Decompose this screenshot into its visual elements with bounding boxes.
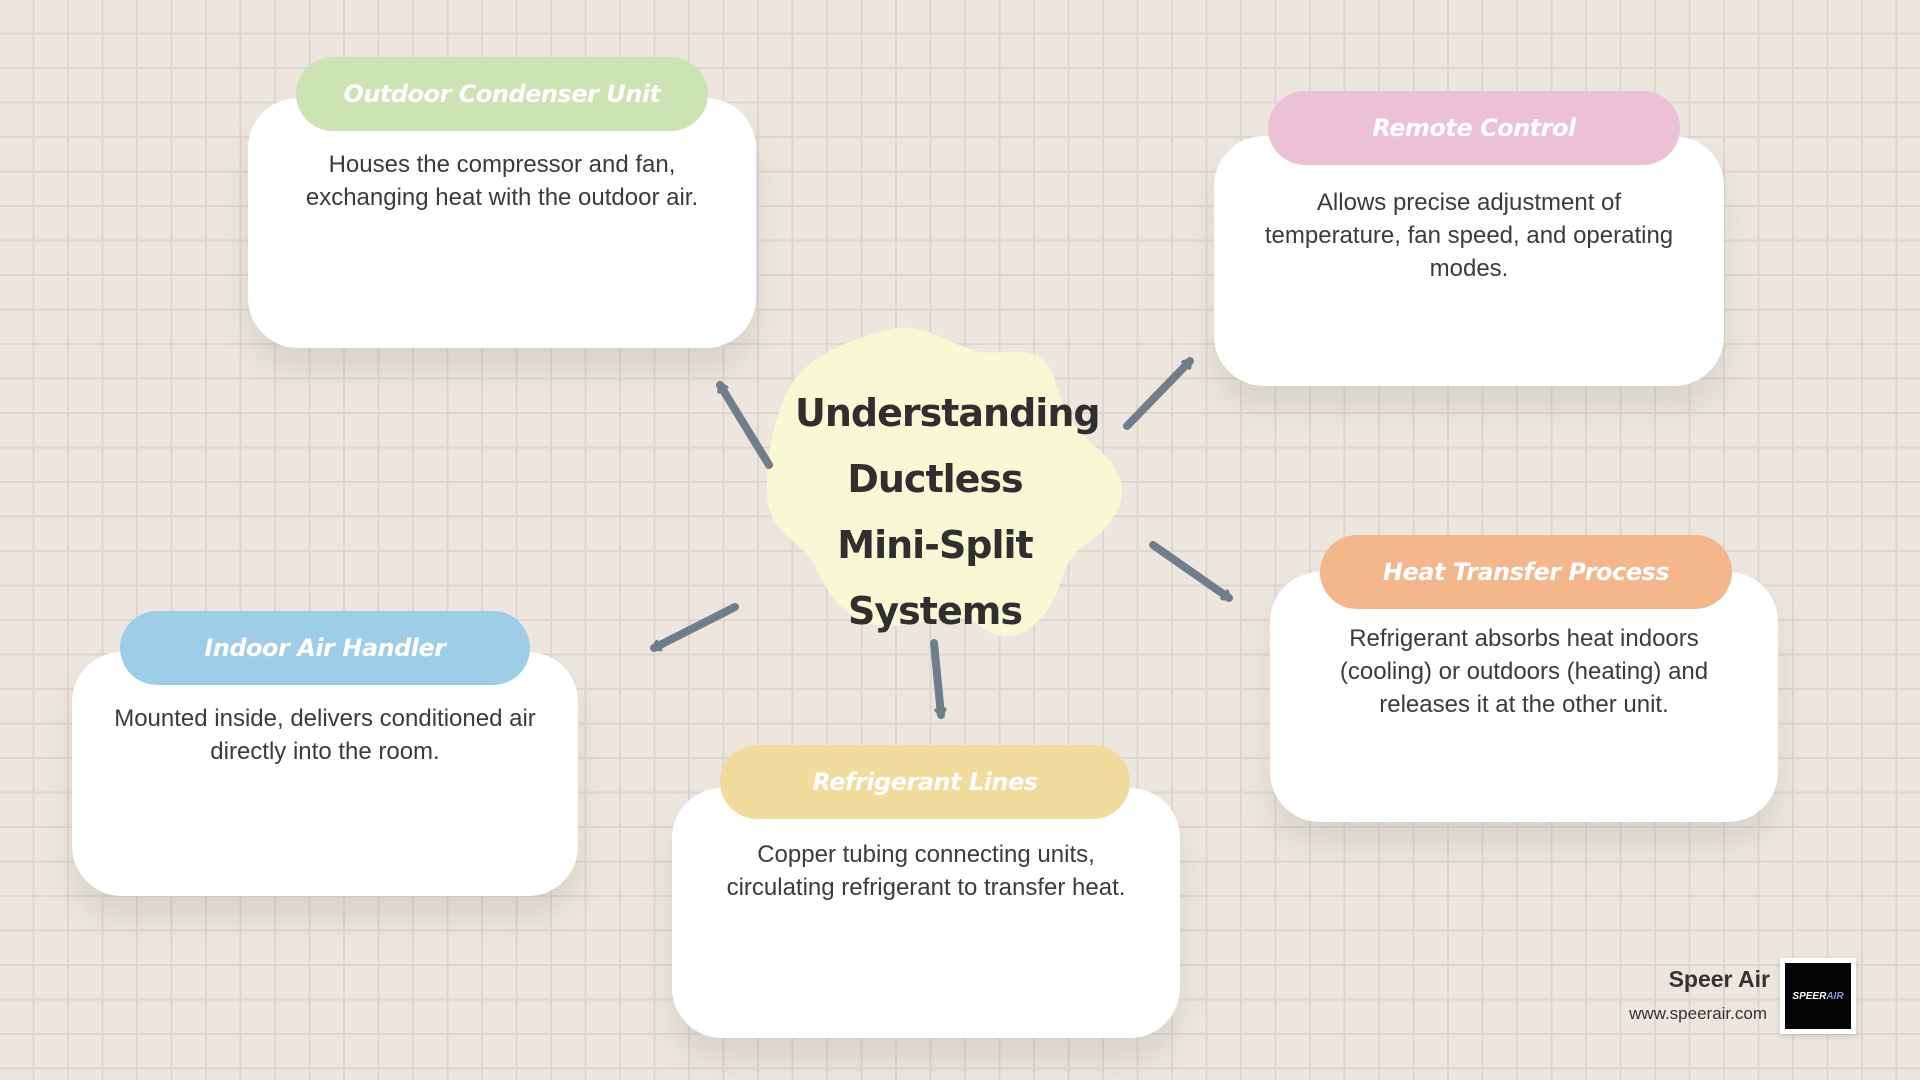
- arrow-to-outdoor-condenser-unit: [716, 381, 773, 469]
- label-indoor-air-handler: Indoor Air Handler: [120, 611, 530, 685]
- label-heat-transfer-process: Heat Transfer Process: [1320, 535, 1732, 609]
- card-description: Refrigerant absorbs heat indoors (coolin…: [1339, 625, 1709, 718]
- label-remote-control: Remote Control: [1268, 91, 1680, 165]
- center-blob: [766, 327, 1122, 637]
- arrow-to-indoor-air-handler: [650, 603, 739, 652]
- arrow-to-refrigerant-lines: [930, 639, 941, 719]
- card-indoor-air-handler: Mounted inside, delivers conditioned air…: [72, 652, 578, 896]
- center-blob-shape: [766, 327, 1122, 637]
- card-heat-transfer-process: Refrigerant absorbs heat indoors (coolin…: [1270, 572, 1778, 822]
- brand-url[interactable]: www.speerair.com: [1629, 1004, 1767, 1023]
- label-outdoor-condenser-unit: Outdoor Condenser Unit: [296, 57, 708, 131]
- card-description: Allows precise adjustment of temperature…: [1264, 189, 1674, 282]
- arrow-to-heat-transfer-process: [1149, 541, 1233, 602]
- card-description: Copper tubing connecting units, circulat…: [726, 841, 1126, 901]
- arrow-to-remote-control: [1123, 357, 1194, 430]
- card-outdoor-condenser-unit: Houses the compressor and fan, exchangin…: [248, 98, 756, 348]
- brand-name: Speer Air: [1668, 966, 1770, 992]
- center-title: Understanding Ductless Mini-Split System…: [795, 391, 1101, 633]
- card-description: Houses the compressor and fan, exchangin…: [305, 151, 699, 211]
- label-refrigerant-lines: Refrigerant Lines: [720, 745, 1130, 819]
- card-refrigerant-lines: Copper tubing connecting units, circulat…: [672, 788, 1180, 1038]
- card-description: Mounted inside, delivers conditioned air…: [114, 705, 536, 765]
- card-remote-control: Allows precise adjustment of temperature…: [1214, 136, 1724, 386]
